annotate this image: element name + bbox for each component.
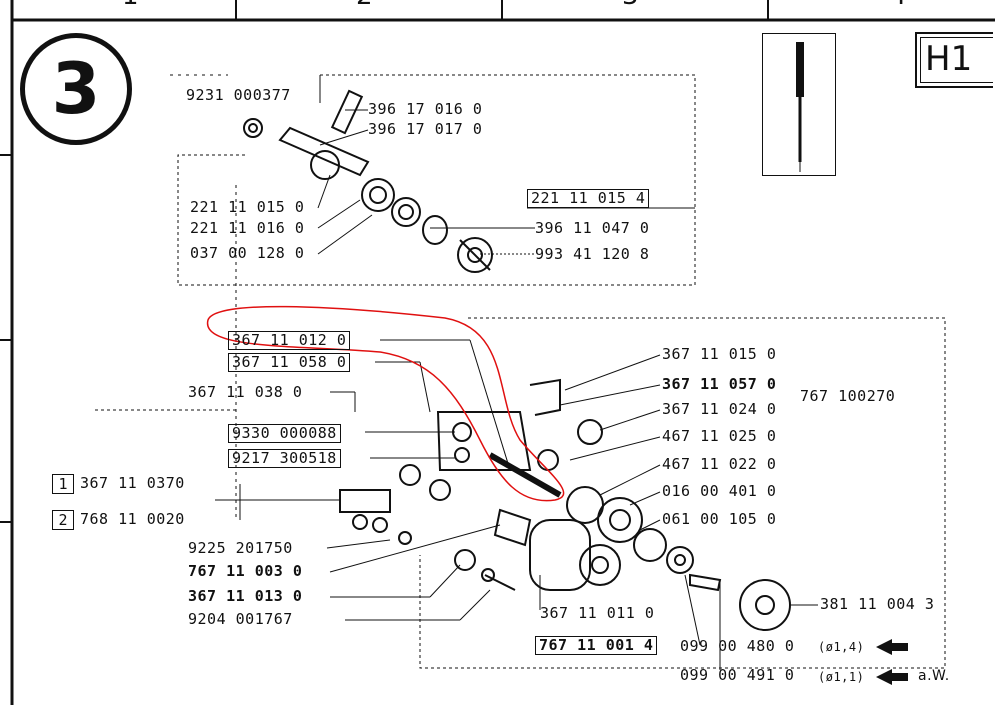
column-header-3: 3 [622, 0, 639, 9]
needle-icon [762, 33, 836, 176]
part-9217-300518: 9217 300518 [228, 449, 341, 468]
part-9225-201750: 9225 201750 [188, 539, 293, 557]
part-467-11-025-0: 467 11 025 0 [662, 427, 777, 445]
column-header-4: 4 [890, 0, 907, 9]
main-assembly-drawing [339, 378, 791, 631]
column-header-2: 2 [356, 0, 373, 9]
part-367-11-012-0: 367 11 012 0 [228, 331, 351, 350]
part-396-17-017-0: 396 17 017 0 [368, 120, 483, 138]
part-099-00-491-0: 099 00 491 0 [680, 666, 795, 684]
part-768-11-0020: 768 11 0020 [80, 510, 185, 528]
part-367-11-015-0: 367 11 015 0 [662, 345, 777, 363]
part-767-11-003-0: 767 11 003 0 [188, 562, 303, 580]
part-367-11-011-0: 367 11 011 0 [540, 604, 655, 622]
part-9231-000377: 9231 000377 [186, 86, 291, 104]
part-767-100270: 767 100270 [800, 387, 896, 405]
part-367-11-038-0: 367 11 038 0 [188, 383, 303, 401]
part-993-41-120-8: 993 41 120 8 [535, 245, 650, 263]
column-header-1: 1 [122, 0, 139, 9]
part-367-11-0370: 367 11 0370 [80, 474, 185, 492]
part-016-00-401-0: 016 00 401 0 [662, 482, 777, 500]
part-467-11-022-0: 467 11 022 0 [662, 455, 777, 473]
part-061-00-105-0: 061 00 105 0 [662, 510, 777, 528]
part-9204-001767: 9204 001767 [188, 610, 293, 628]
part-367-11-057-0: 367 11 057 0 [662, 375, 777, 393]
part-221-11-016-0: 221 11 016 0 [190, 219, 305, 237]
part-767-11-001-4: 767 11 001 4 [535, 636, 658, 655]
arrow-icons [876, 639, 908, 685]
part-221-11-015-0: 221 11 015 0 [190, 198, 305, 216]
diameter-note-1-1: (ø1,1) [818, 670, 865, 684]
part-221-11-015-4: 221 11 015 4 [527, 189, 650, 208]
aw-note: a.W. [918, 668, 950, 684]
page-id-label: H1 [915, 32, 993, 88]
part-396-17-016-0: 396 17 016 0 [368, 100, 483, 118]
part-367-11-058-0: 367 11 058 0 [228, 353, 351, 372]
top-assembly-drawing [243, 89, 493, 273]
needle-drawing [796, 42, 804, 172]
part-381-11-004-3: 381 11 004 3 [820, 595, 935, 613]
diagram-number-marker: 3 [20, 33, 132, 145]
part-367-11-013-0: 367 11 013 0 [188, 587, 303, 605]
diameter-note-1-4: (ø1,4) [818, 640, 865, 654]
ref-box-2: 2 [52, 510, 74, 530]
ref-box-1: 1 [52, 474, 74, 494]
part-396-11-047-0: 396 11 047 0 [535, 219, 650, 237]
part-037-00-128-0: 037 00 128 0 [190, 244, 305, 262]
part-367-11-024-0: 367 11 024 0 [662, 400, 777, 418]
highlight-outline [207, 305, 565, 502]
part-099-00-480-0: 099 00 480 0 [680, 637, 795, 655]
part-9330-000088: 9330 000088 [228, 424, 341, 443]
